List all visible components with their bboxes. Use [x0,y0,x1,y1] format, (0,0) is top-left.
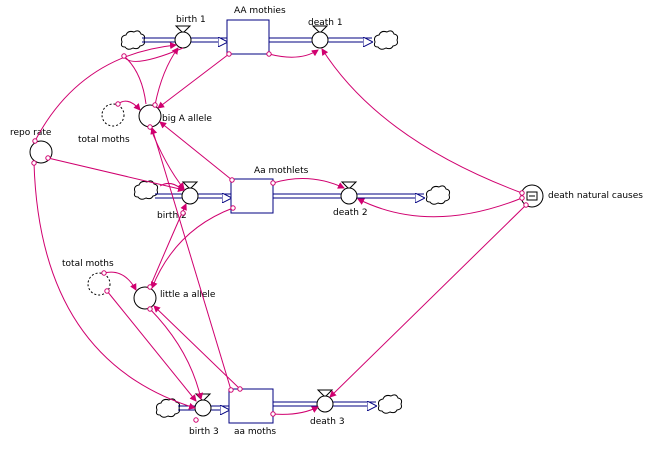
stock-aa-mothlets[interactable] [230,178,274,214]
death3-label: death 3 [310,417,345,427]
total-moths-1-label: total moths [78,135,130,145]
connector-cloud-to-biga [123,55,147,105]
connector-biga-to-birth2 [149,126,185,190]
birth3-valve[interactable] [194,393,212,417]
connector-aa2-to-death2 [272,178,345,189]
connector-aa3-to-biga [150,127,232,391]
connector-total1-to-biga [117,100,141,111]
stock-aa-moths[interactable] [228,388,274,424]
connector-biga-to-birth1 [154,47,179,106]
connector-repo-to-birth1 [34,42,177,142]
birth2-valve[interactable] [181,181,199,205]
connector-total2-to-littlea [103,271,137,291]
converter-big-a-allele[interactable] [138,104,162,128]
death-natural-causes-label: death natural causes [548,191,643,201]
sink-cloud-icon [373,30,399,50]
big-a-allele-label: big A allele [162,114,212,124]
birth2-label: birth 2 [157,211,187,221]
repo-rate-label: repo rate [10,128,52,138]
flow-row-aa-moths: birth 3 aa moths death 3 [155,388,403,437]
converter-total-moths-2[interactable] [87,272,111,296]
connector-natural-to-death1 [321,48,523,194]
connector-littlea-to-birth3 [149,308,204,400]
death1-label: death 1 [308,18,343,28]
converter-total-moths-1[interactable] [101,103,125,127]
connector-natural-to-death2 [357,197,523,218]
converter-little-a-allele[interactable] [133,286,157,310]
connector-repo-to-birth3 [33,162,196,410]
total-moths-2-label: total moths [62,259,114,269]
stock-aa-mothies[interactable] [226,19,270,55]
death2-label: death 2 [333,208,368,218]
sink-cloud-icon [377,394,403,414]
connector-aa3-to-death3 [272,406,319,415]
birth1-valve[interactable] [174,25,192,49]
connector-aa2-to-biga [159,121,233,181]
source-cloud-icon [120,30,146,50]
stock-aa-moths-label: aa moths [234,427,276,437]
connector-repo-to-birth2 [47,157,185,193]
death1-valve[interactable] [311,25,329,49]
birth3-label: birth 3 [189,427,219,437]
death2-valve[interactable] [340,181,358,205]
stock-aa-mothlets-label: Aa mothlets [254,166,309,176]
connector-aa2-to-littlea [150,207,234,289]
little-a-allele-label: little a allele [160,290,216,300]
converter-death-natural-causes[interactable] [520,184,544,208]
flow-row-aa-mothies: birth 1 AA mothies death 1 [120,6,399,55]
connector-aa3-to-littlea [153,305,241,390]
connector-aa-to-big-a [157,53,230,109]
source-cloud-icon [133,180,159,200]
connector-natural-to-death3 [329,204,527,398]
connector-total2-to-birth3 [106,290,197,402]
connectors [31,42,529,423]
stock-aa-mothies-label: AA mothies [234,6,286,16]
death3-valve[interactable] [316,389,334,413]
flow-row-aa-mothlets: birth 2 Aa mothlets death 2 [133,166,451,221]
connector-birth2-ring [159,182,181,189]
sink-cloud-icon [425,185,451,205]
source-cloud-icon [155,398,181,418]
connector-birth1-link [123,47,184,62]
birth1-label: birth 1 [176,15,206,25]
connector-aa-to-death1 [268,49,319,58]
